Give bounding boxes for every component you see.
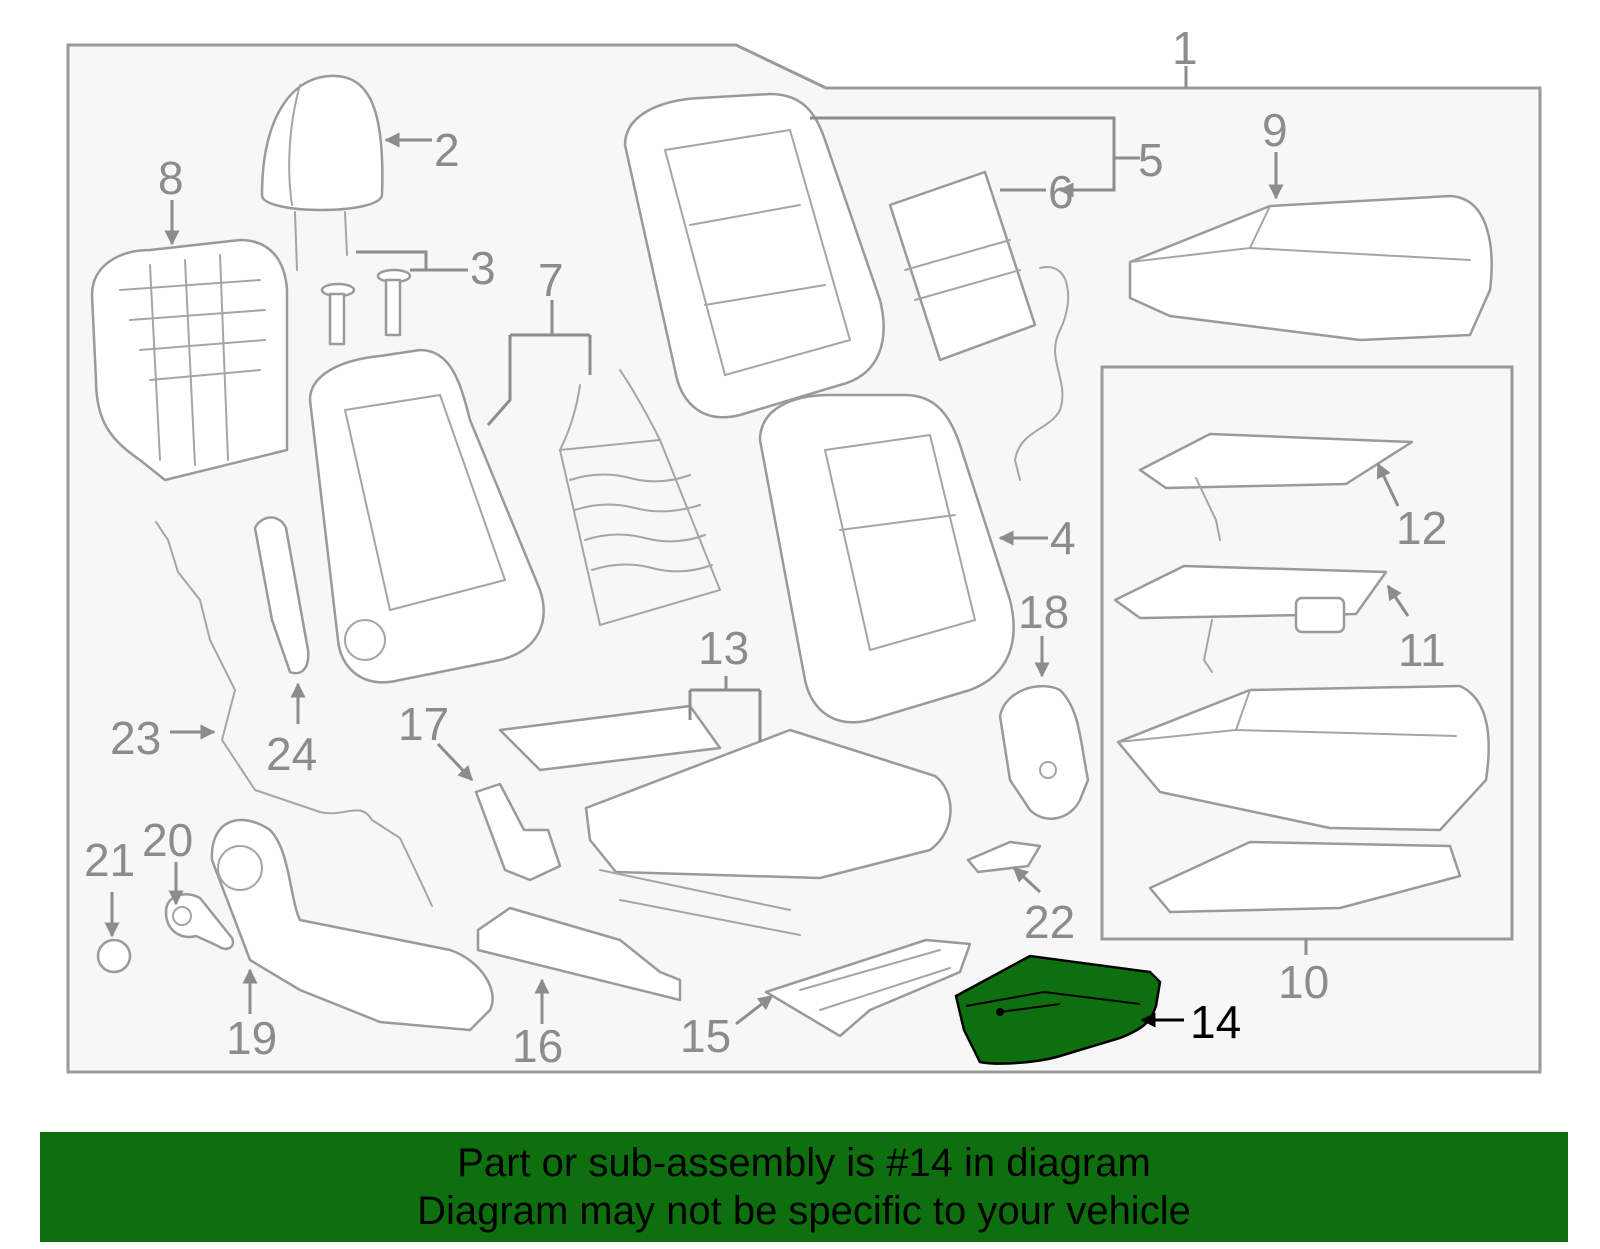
part-17-bracket bbox=[474, 782, 562, 882]
leader-5 bbox=[810, 116, 1140, 190]
part-4-seatback-pad bbox=[758, 393, 1015, 724]
callout-3: 3 bbox=[470, 242, 496, 294]
part-14-storage-drawer bbox=[954, 954, 1162, 1065]
leader-11 bbox=[1386, 584, 1410, 617]
callout-19: 19 bbox=[226, 1012, 277, 1064]
leader-7 bbox=[486, 300, 592, 426]
part-22-clip bbox=[966, 840, 1042, 874]
part-10-cushion-pad bbox=[1116, 684, 1490, 914]
callout-10: 10 bbox=[1278, 956, 1329, 1008]
callout-15: 15 bbox=[680, 1010, 731, 1062]
part-19-side-shield bbox=[210, 818, 494, 1032]
callout-7: 7 bbox=[538, 254, 564, 306]
callout-23: 23 bbox=[110, 712, 161, 764]
part-9-cushion-cover bbox=[1128, 194, 1493, 342]
callout-18: 18 bbox=[1018, 586, 1069, 638]
part-info-banner: Part or sub-assembly is #14 in diagram D… bbox=[40, 1132, 1568, 1242]
leader-22 bbox=[1012, 866, 1042, 894]
callout-24: 24 bbox=[266, 728, 317, 780]
callout-11: 11 bbox=[1398, 624, 1446, 676]
callout-6: 6 bbox=[1048, 166, 1074, 218]
callout-4: 4 bbox=[1050, 512, 1076, 564]
callout-2: 2 bbox=[434, 124, 460, 176]
leader-13 bbox=[688, 676, 762, 742]
part-3-headrest-guides bbox=[320, 268, 412, 346]
callout-17: 17 bbox=[398, 698, 449, 750]
part-21-cap bbox=[96, 938, 132, 974]
part-2-headrest bbox=[260, 74, 384, 271]
callout-22: 22 bbox=[1024, 896, 1075, 948]
banner-line-part: Part or sub-assembly is #14 in diagram bbox=[457, 1141, 1151, 1185]
part-16-trim-panel bbox=[476, 906, 682, 1002]
part-15-support-bracket bbox=[764, 938, 972, 1038]
part-24-trim-strip bbox=[253, 516, 310, 675]
part-23-wire-harness bbox=[155, 521, 433, 907]
part-18-side-cover bbox=[998, 685, 1090, 820]
part-7-back-frame bbox=[308, 348, 545, 684]
callout-21: 21 bbox=[84, 834, 135, 886]
leader-17 bbox=[436, 742, 474, 782]
callout-16: 16 bbox=[512, 1020, 563, 1072]
leader-3 bbox=[356, 250, 468, 272]
part-11-sensor-mat bbox=[1113, 564, 1388, 673]
banner-line-disclaimer: Diagram may not be specific to your vehi… bbox=[417, 1189, 1191, 1233]
callout-8: 8 bbox=[158, 152, 184, 204]
callout-20: 20 bbox=[142, 814, 193, 866]
callout-12: 12 bbox=[1396, 502, 1447, 554]
callout-9: 9 bbox=[1262, 104, 1288, 156]
leader-15 bbox=[735, 994, 774, 1026]
part-6-heater-pad bbox=[888, 170, 1070, 481]
callout-13: 13 bbox=[698, 622, 749, 674]
leader-12 bbox=[1376, 462, 1400, 507]
part-8-back-panel bbox=[90, 238, 289, 482]
part-13-seat-frame bbox=[498, 704, 952, 936]
part-7-spring-mat bbox=[558, 369, 722, 627]
callout-5: 5 bbox=[1138, 134, 1164, 186]
callout-1: 1 bbox=[1172, 22, 1198, 74]
callout-14: 14 bbox=[1190, 996, 1241, 1048]
part-5-seatback-cover bbox=[623, 92, 885, 419]
